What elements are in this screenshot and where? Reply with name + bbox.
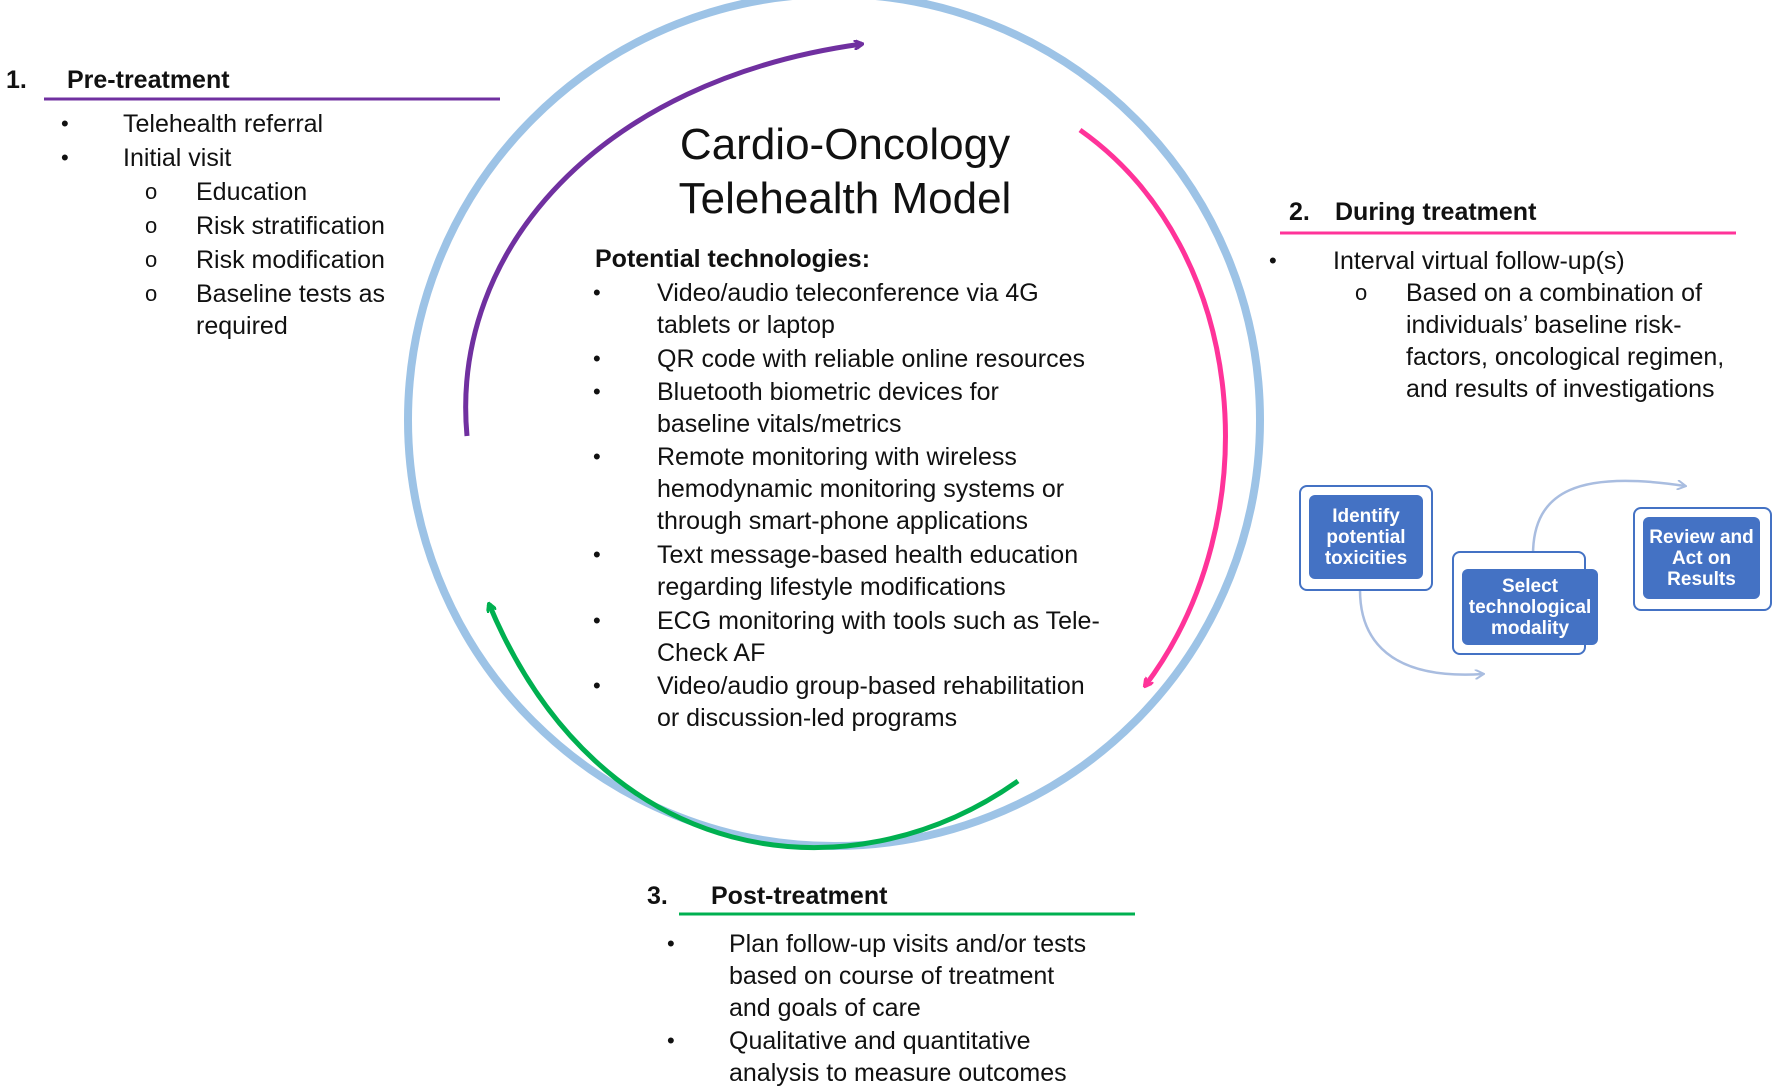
- flow-text: modality: [1490, 617, 1570, 639]
- tech-line: regarding lifestyle modifications: [657, 573, 1006, 601]
- pre-treatment-heading: Pre-treatment: [67, 66, 230, 94]
- list-item: Initial visit: [123, 144, 232, 172]
- bullet-icon: •: [593, 379, 601, 404]
- list-item-line: and goals of care: [729, 994, 921, 1022]
- technologies-heading: Potential technologies:: [595, 245, 871, 273]
- sub-bullet-icon: o: [1355, 280, 1368, 305]
- flow-arrow-2: [1531, 479, 1685, 556]
- list-item-line: analysis to measure outcomes: [729, 1059, 1067, 1087]
- sub-item: Baseline tests as: [196, 280, 385, 308]
- tech-line: ECG monitoring with tools such as Tele-: [657, 607, 1100, 635]
- bullet-icon: •: [61, 111, 69, 136]
- flow-text: Identify: [1332, 505, 1400, 527]
- during-treatment-number: 2.: [1289, 198, 1310, 226]
- list-item-line: based on course of treatment: [729, 962, 1055, 990]
- pre-treatment-number: 1.: [6, 66, 27, 94]
- flow-step-label: Identify potential toxicities: [1309, 495, 1423, 579]
- tech-line: Video/audio teleconference via 4G: [657, 279, 1039, 307]
- post-treatment-arrow: [489, 604, 1020, 851]
- tech-line: hemodynamic monitoring systems or: [657, 475, 1065, 503]
- bullet-icon: •: [593, 673, 601, 698]
- tech-line: Video/audio group-based rehabilitation: [657, 672, 1085, 700]
- sub-bullet-icon: o: [145, 213, 158, 238]
- sub-bullet-icon: o: [145, 179, 158, 204]
- sub-item-line: Based on a combination of: [1406, 279, 1703, 307]
- flow-text: Results: [1667, 568, 1736, 590]
- tech-line: or discussion-led programs: [657, 704, 958, 732]
- flow-text: Act on: [1671, 547, 1732, 569]
- flow-step-identify: Identify potential toxicities: [1299, 485, 1433, 591]
- sub-item: Risk stratification: [196, 212, 385, 240]
- sub-bullet-icon: o: [145, 281, 158, 306]
- bullet-icon: •: [667, 931, 675, 956]
- tech-line: Text message-based health education: [657, 541, 1079, 569]
- list-item: Telehealth referral: [123, 110, 324, 138]
- tech-line: through smart-phone applications: [657, 507, 1029, 535]
- flow-step-select: Select technological modality: [1452, 551, 1598, 655]
- flow-text: technological: [1468, 596, 1592, 618]
- flow-step-label: Select technological modality: [1462, 569, 1598, 645]
- list-item: Interval virtual follow-up(s): [1333, 247, 1625, 275]
- tech-line: tablets or laptop: [657, 311, 835, 339]
- bullet-icon: •: [1269, 248, 1277, 273]
- bullet-icon: •: [667, 1028, 675, 1053]
- bullet-icon: •: [593, 608, 601, 633]
- tech-line: Remote monitoring with wireless: [657, 443, 1017, 471]
- flow-text: Select: [1502, 575, 1558, 597]
- bullet-icon: •: [593, 346, 601, 371]
- diagram-title: Cardio-Oncology Telehealth Model: [640, 118, 1050, 226]
- tech-line: baseline vitals/metrics: [657, 410, 902, 438]
- sub-bullet-icon: o: [145, 247, 158, 272]
- list-item-line: Plan follow-up visits and/or tests: [729, 930, 1087, 958]
- tech-line: Check AF: [657, 639, 766, 667]
- list-item-line: Qualitative and quantitative: [729, 1027, 1031, 1055]
- sub-item: required: [196, 312, 288, 340]
- flow-text: toxicities: [1324, 547, 1408, 569]
- post-treatment-number: 3.: [647, 882, 668, 910]
- title-line-1: Cardio-Oncology: [679, 120, 1011, 169]
- during-treatment-heading: During treatment: [1335, 198, 1537, 226]
- flow-step-review: Review and Act on Results: [1633, 507, 1772, 611]
- bullet-icon: •: [593, 444, 601, 469]
- bullet-icon: •: [593, 542, 601, 567]
- sub-item-line: and results of investigations: [1406, 375, 1715, 403]
- sub-item: Education: [196, 178, 308, 206]
- sub-item: Risk modification: [196, 246, 385, 274]
- title-line-2: Telehealth Model: [678, 174, 1012, 223]
- flow-arrow-1: [1358, 589, 1483, 675]
- tech-line: QR code with reliable online resources: [657, 345, 1085, 373]
- pre-treatment-arrow: [463, 44, 862, 437]
- during-treatment-arrow: [1078, 127, 1228, 686]
- flow-text: Review and: [1649, 526, 1754, 548]
- bullet-icon: •: [61, 145, 69, 170]
- sub-item-line: factors, oncological regimen,: [1406, 343, 1725, 371]
- bullet-icon: •: [593, 280, 601, 305]
- post-treatment-heading: Post-treatment: [711, 882, 888, 910]
- tech-line: Bluetooth biometric devices for: [657, 378, 999, 406]
- flow-step-label: Review and Act on Results: [1643, 517, 1760, 599]
- sub-item-line: individuals’ baseline risk-: [1406, 311, 1682, 339]
- flow-text: potential: [1326, 526, 1406, 548]
